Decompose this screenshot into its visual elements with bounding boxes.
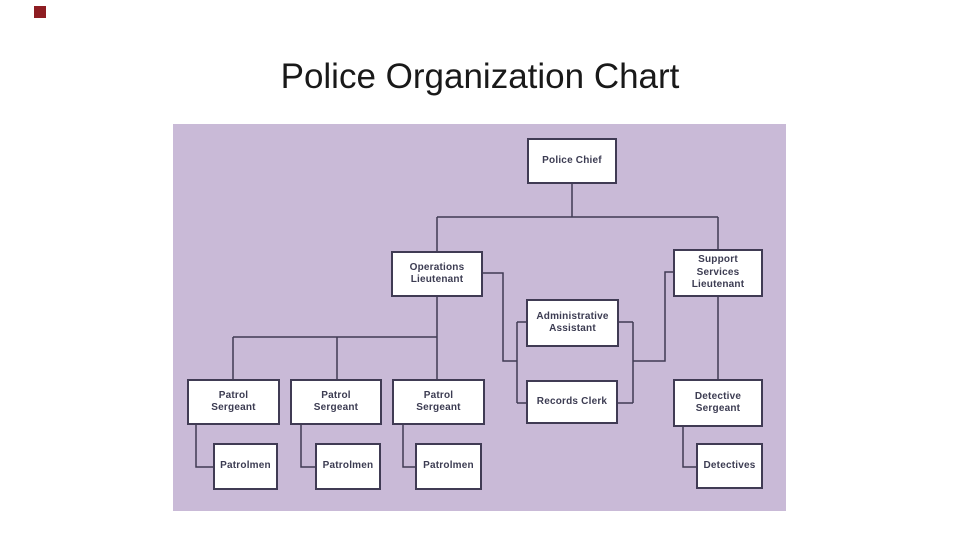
org-node-police-chief: Police Chief bbox=[527, 138, 617, 184]
org-node-patrol-sergeant-2: Patrol Sergeant bbox=[290, 379, 382, 425]
org-node-support-services-lieutenant: Support Services Lieutenant bbox=[673, 249, 763, 297]
org-node-administrative-assistant: Administrative Assistant bbox=[526, 299, 619, 347]
connector-operations-to-sergeants bbox=[232, 297, 438, 379]
slide-title: Police Organization Chart bbox=[280, 57, 680, 96]
org-node-patrol-sergeant-3: Patrol Sergeant bbox=[392, 379, 485, 425]
org-node-patrol-sergeant-1: Patrol Sergeant bbox=[187, 379, 280, 425]
slide-corner-accent bbox=[34, 6, 46, 18]
org-node-detective-sergeant: Detective Sergeant bbox=[673, 379, 763, 427]
org-node-patrolmen-2: Patrolmen bbox=[315, 443, 381, 490]
org-chart-panel: Police Chief Operations Lieutenant Suppo… bbox=[173, 124, 786, 511]
org-node-detectives: Detectives bbox=[696, 443, 763, 489]
connector-support-to-detective-branch bbox=[682, 297, 719, 468]
org-node-records-clerk: Records Clerk bbox=[526, 380, 618, 424]
connector-left-bracket-admin-records bbox=[483, 272, 526, 404]
org-node-patrolmen-3: Patrolmen bbox=[415, 443, 482, 490]
org-node-patrolmen-1: Patrolmen bbox=[213, 443, 278, 490]
connector-right-bracket-admin-records bbox=[618, 271, 673, 404]
connector-sergeants-to-patrolmen bbox=[195, 425, 415, 468]
connector-chief-to-lieutenants bbox=[436, 184, 719, 251]
org-node-operations-lieutenant: Operations Lieutenant bbox=[391, 251, 483, 297]
org-chart-connectors bbox=[195, 184, 719, 468]
